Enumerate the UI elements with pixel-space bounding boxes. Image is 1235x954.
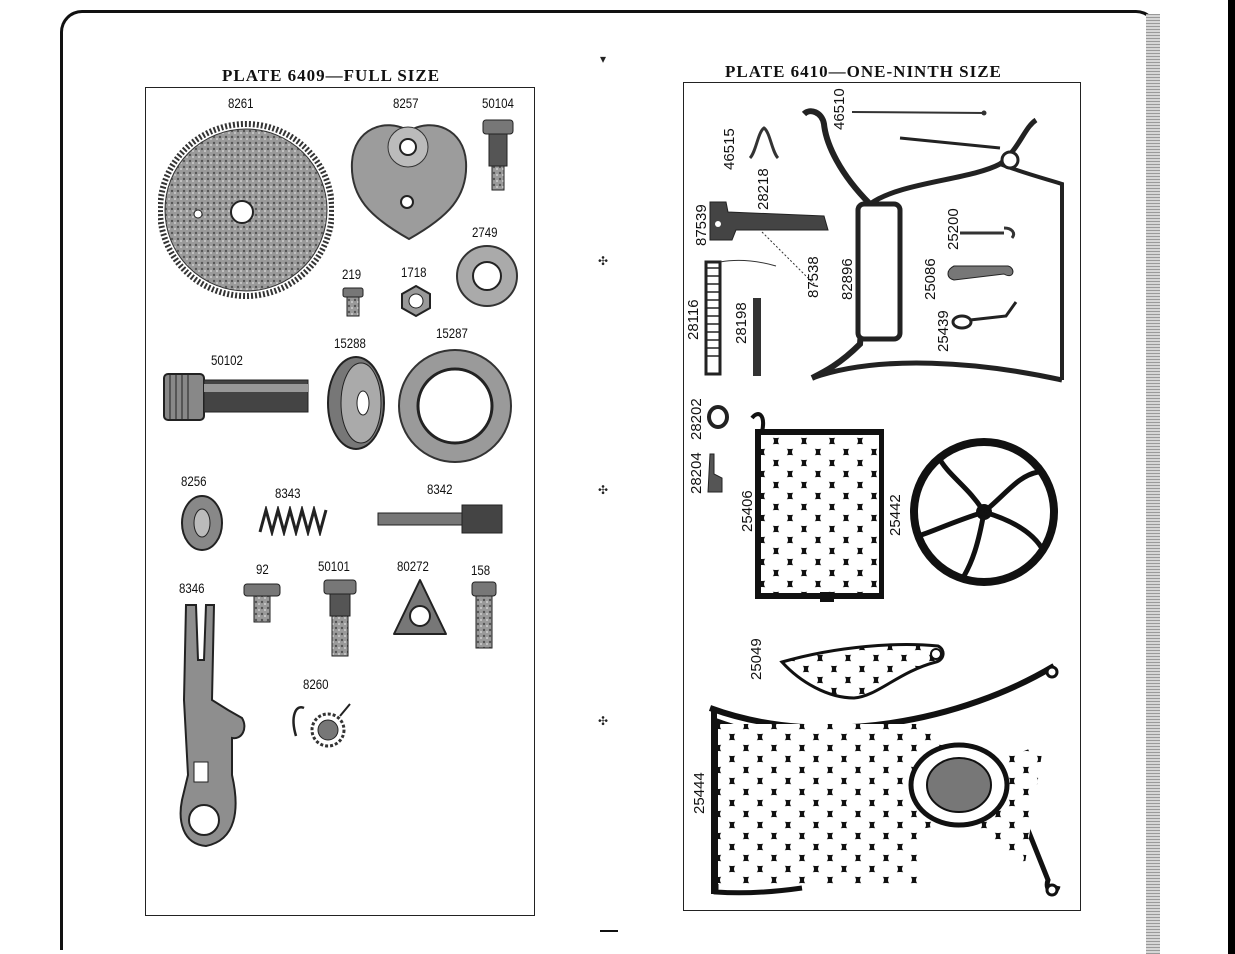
machine-stand-frame-82896-illustration — [801, 108, 1064, 383]
nut-1718-illustration — [401, 284, 431, 318]
page-edge-shading — [1146, 14, 1160, 954]
part-number-label: 8257 — [393, 95, 419, 111]
comb-spring-28116-illustration — [704, 259, 777, 376]
part-number-label: 92 — [256, 561, 269, 577]
part-number-label: 46515 — [721, 128, 738, 170]
gutter-dash — [600, 930, 618, 932]
part-number-label: 158 — [471, 562, 491, 578]
clip-28204-illustration — [707, 453, 723, 493]
part-number-label: 8342 — [427, 481, 453, 497]
part-number-label: 219 — [342, 266, 362, 282]
part-number-label: 50101 — [318, 558, 350, 574]
right-plate-frame — [683, 82, 1081, 911]
screw-158-illustration — [471, 581, 497, 649]
screw-50101-illustration — [323, 579, 357, 657]
part-number-label: 28204 — [688, 452, 705, 494]
spindle-50102-illustration — [163, 373, 309, 421]
spring-8260-illustration — [292, 703, 351, 748]
screw-219-illustration — [342, 287, 364, 317]
heart-plate-illustration — [350, 124, 468, 241]
spring-8343-illustration — [258, 506, 328, 536]
hook-46515-illustration — [748, 126, 780, 160]
part-number-label: 8256 — [181, 473, 207, 489]
part-number-label: 80272 — [397, 558, 429, 574]
belt-guard-25049-illustration — [779, 643, 945, 700]
part-number-label: 8261 — [228, 95, 254, 111]
ring-15287-illustration — [398, 349, 512, 463]
scan-border — [1228, 0, 1235, 954]
part-number-label: 25442 — [887, 494, 904, 536]
balance-wheel-25442-illustration — [910, 438, 1058, 586]
part-number-label: 8346 — [179, 580, 205, 596]
part-number-label: 50102 — [211, 352, 243, 368]
treadle-25406-illustration — [750, 412, 884, 602]
washer-2749-illustration — [456, 245, 518, 307]
part-number-label: 15288 — [334, 335, 366, 351]
gutter-ornament: ✣ — [598, 483, 609, 497]
left-plate-title: PLATE 6409—FULL SIZE — [222, 66, 441, 85]
part-number-label: 8343 — [275, 485, 301, 501]
right-plate-title: PLATE 6410—ONE-NINTH SIZE — [725, 62, 1002, 81]
wrench-25200-illustration — [960, 226, 1016, 239]
rod-46510-illustration — [851, 110, 987, 116]
nut-28202-illustration — [707, 405, 729, 429]
pin-8342-illustration — [377, 504, 503, 534]
pulley-15288-illustration — [327, 356, 385, 450]
gutter-ornament: ✣ — [598, 254, 609, 268]
left-plate-frame — [145, 87, 535, 916]
part-number-label: 50104 — [482, 95, 514, 111]
part-number-label: 15287 — [436, 325, 468, 341]
part-number-label: 8260 — [303, 676, 329, 692]
knob-8256-illustration — [181, 495, 223, 551]
pin-28198-illustration — [753, 298, 761, 376]
screw-92-illustration — [243, 583, 281, 623]
lever-8346-illustration — [179, 604, 246, 848]
wrench-25086-illustration — [947, 265, 1014, 281]
treadle-link-illustration — [709, 201, 829, 241]
gutter-ornament: ✣ — [598, 714, 609, 728]
part-number-label: 28202 — [688, 398, 705, 440]
leader-line — [761, 231, 817, 287]
singer-emblem — [868, 212, 894, 330]
gutter-ornament: ▾ — [600, 52, 607, 66]
screwdriver-25439-illustration — [951, 301, 1018, 330]
part-number-label: 28116 — [685, 299, 702, 340]
treadle-stand-leg-25444-illustration — [708, 663, 1061, 897]
part-number-label: 1718 — [401, 264, 427, 280]
part-number-label: 2749 — [472, 224, 498, 240]
gear-wheel-illustration — [158, 121, 334, 299]
cam-80272-illustration — [393, 579, 447, 635]
screw-50104-illustration — [482, 119, 514, 191]
